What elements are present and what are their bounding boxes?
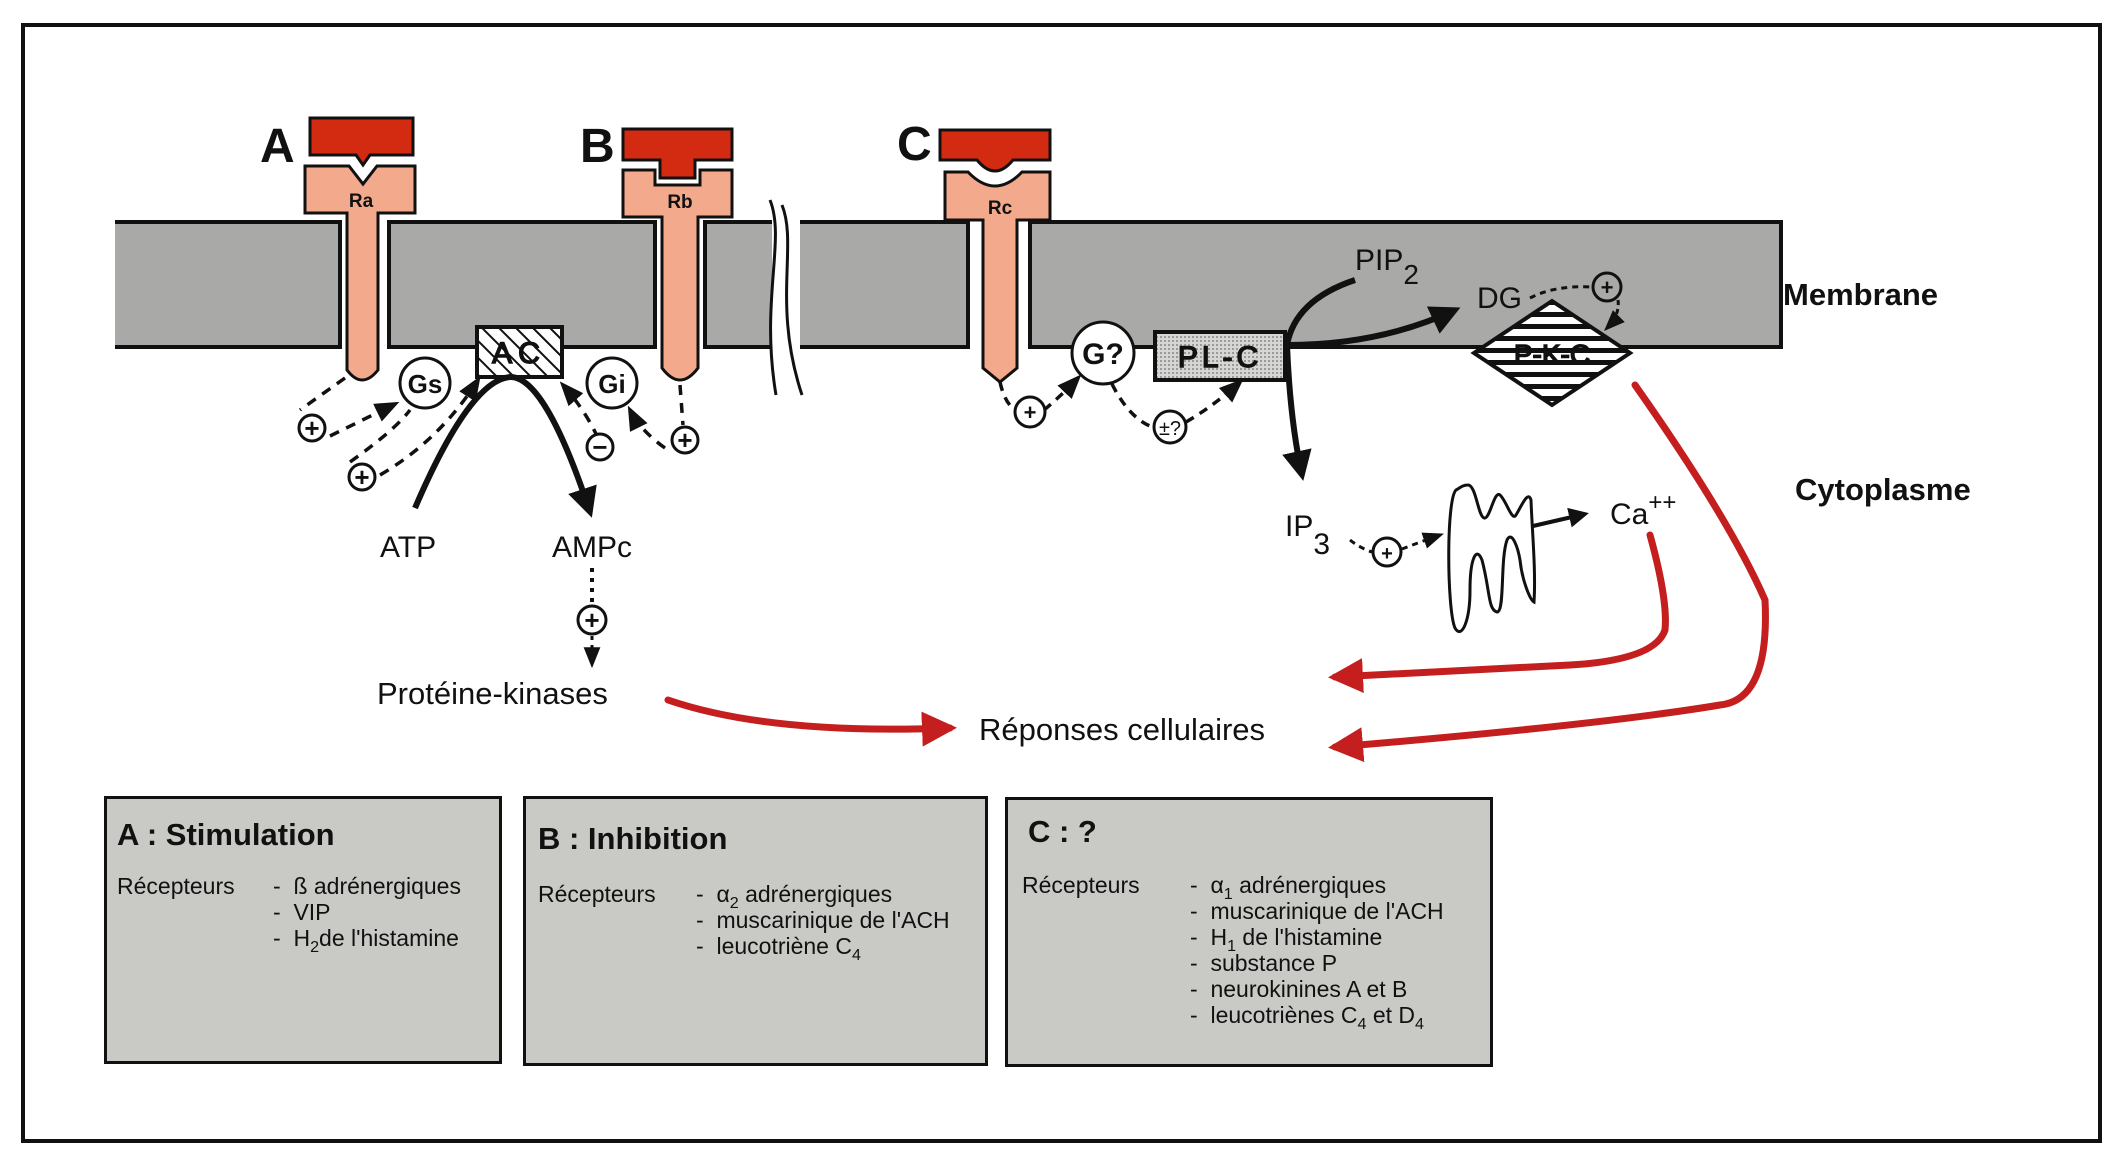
plc-label: PL-C <box>1178 341 1262 374</box>
protein-kinase-c-diamond <box>1470 298 1634 408</box>
ligand-a <box>308 116 415 168</box>
plus-sign: + <box>304 413 319 443</box>
plus-circle-rc <box>1013 395 1047 429</box>
plus-sign: + <box>1024 400 1037 425</box>
receptor-list-item: ß adrénergiques <box>273 873 461 899</box>
atp-to-ampc-arrow <box>412 373 597 518</box>
ip3-label: IP3 <box>1285 510 1330 561</box>
plc-to-ip3-arrow <box>1282 344 1312 481</box>
legend-box-c: C : ? Récepteurs α1 adrénergiquesmuscari… <box>1005 797 1493 1067</box>
pip2-label: PIP2 <box>1355 244 1419 290</box>
pk-to-response-arrow <box>664 696 957 747</box>
receptor-list-item: leucotriènes C4 et D4 <box>1190 1002 1444 1032</box>
receptor-letter-b: B <box>580 120 615 173</box>
receptor-ra <box>303 116 417 382</box>
ligand-b <box>621 127 734 180</box>
ampc-label: AMPc <box>552 531 632 564</box>
pip2-to-dg-arrow <box>1283 277 1461 349</box>
reponses-cellulaires-label: Réponses cellulaires <box>979 712 1265 747</box>
receptor-list-item: H1 de l'histamine <box>1190 924 1444 954</box>
legend-box-b: B : Inhibition Récepteurs α2 adrénergiqu… <box>523 796 988 1066</box>
box-a-title: A : Stimulation <box>117 817 335 852</box>
legend-box-a: A : Stimulation Récepteurs ß adrénergiqu… <box>104 796 502 1064</box>
outer-frame <box>21 23 2102 1143</box>
plus-sign: + <box>1601 275 1614 300</box>
box-b-receptor-list: α2 adrénergiquesmuscarinique de l'ACHleu… <box>696 881 950 963</box>
g-unknown-label: G? <box>1082 338 1124 371</box>
receptor-list-item: substance P <box>1190 950 1444 976</box>
receptor-letter-c: C <box>897 118 932 171</box>
receptor-name-ra: Ra <box>349 191 374 212</box>
pkc-label: P-K-C <box>1514 339 1590 370</box>
membrane-break-icon <box>768 199 804 405</box>
box-b-title: B : Inhibition <box>538 821 728 856</box>
box-c-receptor-list: α1 adrénergiquesmuscarinique de l'ACHH1 … <box>1190 872 1444 1032</box>
receptor-list-item: leucotriène C4 <box>696 933 950 963</box>
box-a-receptors-label: Récepteurs <box>117 873 235 899</box>
ca-to-response-arrow <box>1328 531 1669 694</box>
dg-label: DG <box>1477 282 1522 315</box>
plusminus-circle <box>1152 409 1188 445</box>
receptor-name-rb: Rb <box>667 192 692 213</box>
atp-label: ATP <box>380 531 436 564</box>
gi-label: Gi <box>598 369 625 399</box>
gs-protein <box>398 356 452 410</box>
plus-circle-dg <box>1591 271 1623 303</box>
g-unknown-protein <box>1070 320 1136 386</box>
minus-sign: − <box>592 432 607 462</box>
plus-sign: + <box>1381 543 1393 565</box>
ligand-c <box>938 128 1052 173</box>
cytoplasme-label: Cytoplasme <box>1795 472 1971 507</box>
receptor-list-item: neurokinines A et B <box>1190 976 1444 1002</box>
receptor-rc <box>938 128 1052 384</box>
box-b-receptors-label: Récepteurs <box>538 881 656 907</box>
plusminus-sign: ±? <box>1159 418 1181 440</box>
receptor-rb <box>621 127 734 382</box>
modulator-circles <box>297 413 700 492</box>
receptor-name-rc: Rc <box>988 198 1013 219</box>
proteine-kinases-label: Protéine-kinases <box>377 676 608 711</box>
gi-protein <box>585 356 639 410</box>
plus-sign: + <box>354 462 369 492</box>
plus-sign: + <box>584 605 599 635</box>
receptor-list-item: VIP <box>273 899 461 925</box>
receptor-list-item: α1 adrénergiques <box>1190 872 1444 902</box>
receptor-list-item: α2 adrénergiques <box>696 881 950 911</box>
pkc-to-response-arrow <box>1328 381 1769 763</box>
endoplasmic-reticulum-icon <box>1447 483 1537 634</box>
receptor-list-item: muscarinique de l'ACH <box>696 907 949 933</box>
ac-label: AC <box>492 337 546 370</box>
receptor-list-item: H2de l'histamine <box>273 925 461 955</box>
plus-circle-ip3 <box>1371 536 1403 568</box>
membrane <box>115 220 1783 349</box>
membrane-label: Membrane <box>1783 277 1938 312</box>
gs-label: Gs <box>408 369 443 399</box>
receptor-letter-a: A <box>260 120 295 173</box>
calcium-label: Ca++ <box>1610 489 1676 531</box>
box-c-receptors-label: Récepteurs <box>1022 872 1140 898</box>
plus-circle-pk <box>576 604 608 636</box>
box-a-receptor-list: ß adrénergiquesVIPH2de l'histamine <box>273 873 461 955</box>
receptor-list-item: muscarinique de l'ACH <box>1190 898 1443 924</box>
plus-sign: + <box>677 425 692 455</box>
box-c-title: C : ? <box>1028 814 1097 849</box>
